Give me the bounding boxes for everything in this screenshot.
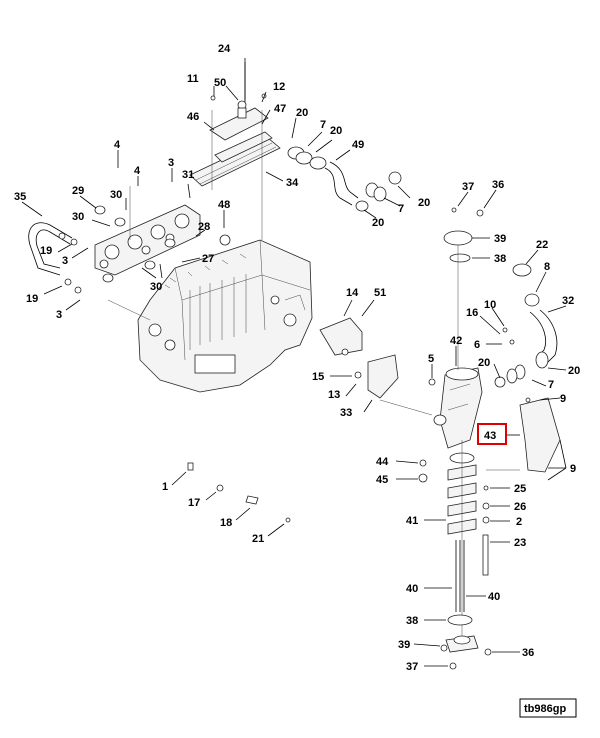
engine-block — [137, 239, 313, 393]
callout-48: 48 — [218, 199, 230, 211]
callout-42: 42 — [450, 335, 462, 347]
callout-20a: 20 — [296, 107, 308, 119]
callout-36a: 36 — [492, 179, 504, 191]
callout-35: 35 — [14, 191, 26, 203]
callout-31: 31 — [182, 169, 194, 181]
callout-7a: 7 — [320, 119, 326, 131]
callout-41: 41 — [406, 515, 418, 527]
callout-38a: 38 — [494, 253, 506, 265]
callout-43: 43 — [484, 430, 496, 442]
callout-14: 14 — [346, 287, 359, 299]
callout-13: 13 — [328, 389, 340, 401]
reference-code-box: tb986gp — [519, 698, 577, 718]
callout-46: 46 — [187, 111, 199, 123]
brackets — [319, 317, 436, 399]
callout-44: 44 — [376, 456, 389, 468]
callout-20c: 20 — [418, 197, 430, 209]
callout-7c: 7 — [548, 379, 554, 391]
callout-10: 10 — [484, 299, 496, 311]
callout-23: 23 — [514, 537, 526, 549]
callout-27: 27 — [202, 253, 214, 265]
callout-2: 2 — [516, 516, 522, 528]
callout-33: 33 — [340, 407, 352, 419]
callout-32: 32 — [562, 295, 574, 307]
egr-cooler-housing — [433, 367, 483, 449]
callout-20b: 20 — [330, 125, 342, 137]
callout-17: 17 — [188, 497, 200, 509]
callout-24: 24 — [218, 43, 231, 55]
exhaust-manifold — [94, 204, 201, 276]
upper-hoses — [287, 146, 402, 212]
callout-3c: 3 — [56, 309, 62, 321]
callout-20d: 20 — [372, 217, 384, 229]
loose-parts — [187, 462, 291, 523]
callout-21: 21 — [252, 533, 264, 545]
callout-8: 8 — [544, 261, 550, 273]
callout-7b: 7 — [398, 203, 404, 215]
callout-39a: 39 — [494, 233, 506, 245]
callout-19a: 19 — [40, 245, 52, 257]
callout-37a: 37 — [462, 181, 474, 193]
callout-5: 5 — [428, 353, 434, 365]
callout-19b: 19 — [26, 293, 38, 305]
callout-25: 25 — [514, 483, 526, 495]
callout-20e: 20 — [478, 357, 490, 369]
reference-code: tb986gp — [524, 703, 566, 715]
right-tube-assembly — [494, 263, 558, 388]
callout-1: 1 — [162, 481, 168, 493]
valve-cover-parts — [189, 62, 281, 187]
callout-18: 18 — [220, 517, 232, 529]
callout-40b: 40 — [488, 591, 500, 603]
callout-30b: 30 — [72, 211, 84, 223]
callout-29: 29 — [72, 185, 84, 197]
callout-leaders — [21, 58, 567, 667]
cooler-core — [418, 452, 490, 576]
heat-shield — [519, 397, 561, 473]
callout-30c: 30 — [150, 281, 162, 293]
callout-36b: 36 — [522, 647, 534, 659]
lower-connector — [440, 614, 492, 670]
callout-49: 49 — [352, 139, 364, 151]
callout-26: 26 — [514, 501, 526, 513]
callout-30a: 30 — [110, 189, 122, 201]
alignment-lines — [107, 110, 520, 471]
highlight-box — [477, 423, 507, 445]
manifold-gaskets — [94, 205, 231, 283]
callout-4a: 4 — [114, 139, 121, 151]
callout-47: 47 — [274, 103, 286, 115]
callout-9b: 9 — [570, 463, 576, 475]
callout-38b: 38 — [406, 615, 418, 627]
coolant-tube — [28, 222, 82, 294]
callout-3b: 3 — [62, 255, 68, 267]
callout-20f: 20 — [568, 365, 580, 377]
callout-3a: 3 — [168, 157, 174, 169]
callout-12: 12 — [273, 81, 285, 93]
callout-39b: 39 — [398, 639, 410, 651]
callout-16: 16 — [466, 307, 478, 319]
callout-50: 50 — [214, 77, 226, 89]
callout-45: 45 — [376, 474, 388, 486]
callout-9a: 9 — [560, 393, 566, 405]
callout-34: 34 — [286, 177, 299, 189]
callout-28: 28 — [198, 221, 210, 233]
upper-connector — [443, 207, 484, 370]
callout-4b: 4 — [134, 165, 141, 177]
callout-15: 15 — [312, 371, 324, 383]
callout-51: 51 — [374, 287, 386, 299]
callout-labels: 24 11 50 12 46 47 20 7 20 49 34 4 4 3 31… — [14, 43, 580, 673]
callout-40a: 40 — [406, 583, 418, 595]
callout-11: 11 — [187, 73, 199, 85]
callout-37b: 37 — [406, 661, 418, 673]
callout-6: 6 — [474, 339, 480, 351]
callout-22: 22 — [536, 239, 548, 251]
